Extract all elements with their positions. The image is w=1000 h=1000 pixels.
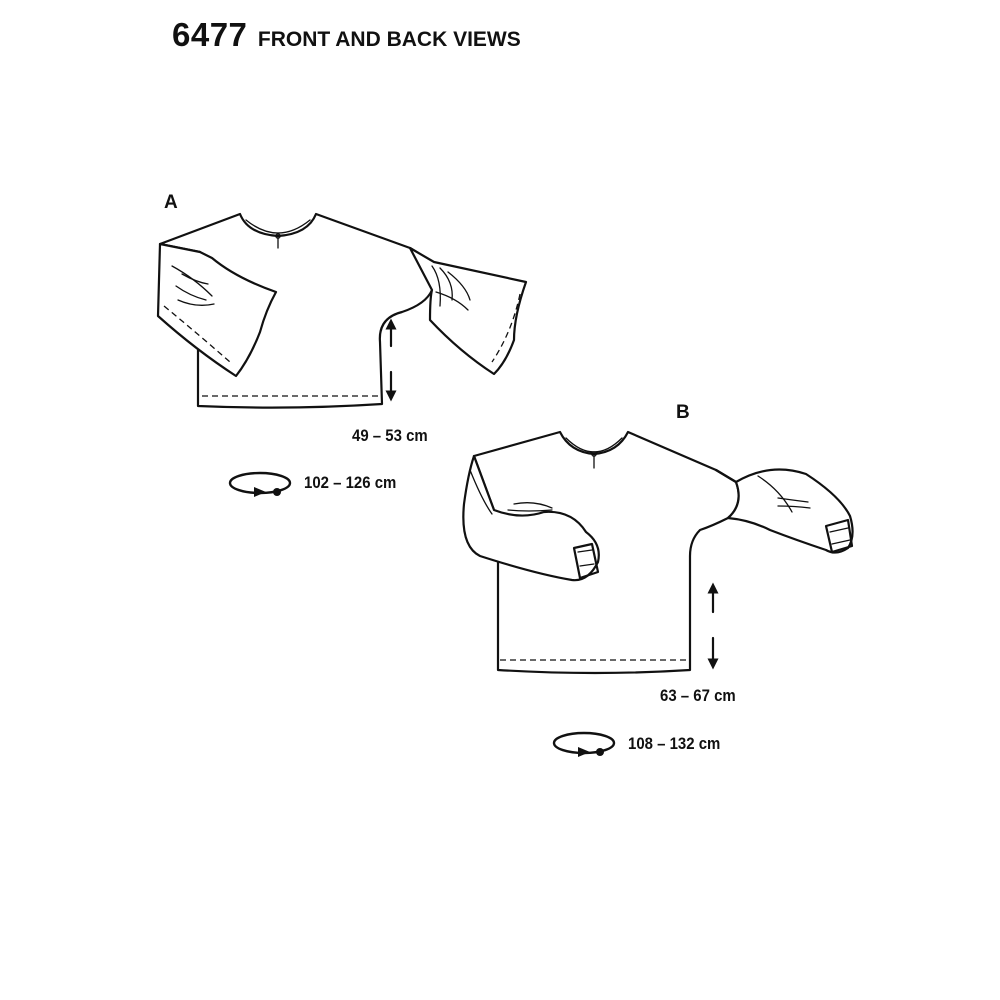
length-measure-a: 49 – 53 cm [352, 426, 428, 445]
garment-b-right-sleeve-fold [757, 475, 793, 513]
garment-a-drawing [156, 212, 528, 409]
garment-b-body [472, 430, 740, 675]
view-label-b: B [676, 402, 690, 423]
width-measure-b: 108 – 132 cm [628, 734, 721, 753]
garment-b-button [591, 451, 597, 457]
garment-b-left-cuff [572, 542, 600, 580]
width-measure-a: 102 – 126 cm [304, 473, 397, 492]
garment-a-left-sleeve-hem [163, 305, 231, 363]
circumference-icon [228, 471, 292, 497]
garment-a-right-sleeve [408, 246, 528, 376]
view-label-a: A [164, 192, 178, 213]
garment-b-drawing [462, 430, 854, 675]
garment-b-left-sleeve-fold [469, 469, 493, 515]
pattern-number: 6477 [172, 16, 248, 53]
page-header: 6477 FRONT AND BACK VIEWS [172, 16, 521, 54]
garment-b-right-sleeve [714, 468, 854, 554]
page-title: FRONT AND BACK VIEWS [257, 28, 521, 51]
circumference-icon [552, 731, 616, 757]
garment-a-right-sleeve-fold [431, 265, 441, 307]
garment-a-button [275, 233, 281, 239]
garment-b-right-cuff [824, 518, 854, 554]
length-measure-b: 63 – 67 cm [660, 686, 736, 705]
